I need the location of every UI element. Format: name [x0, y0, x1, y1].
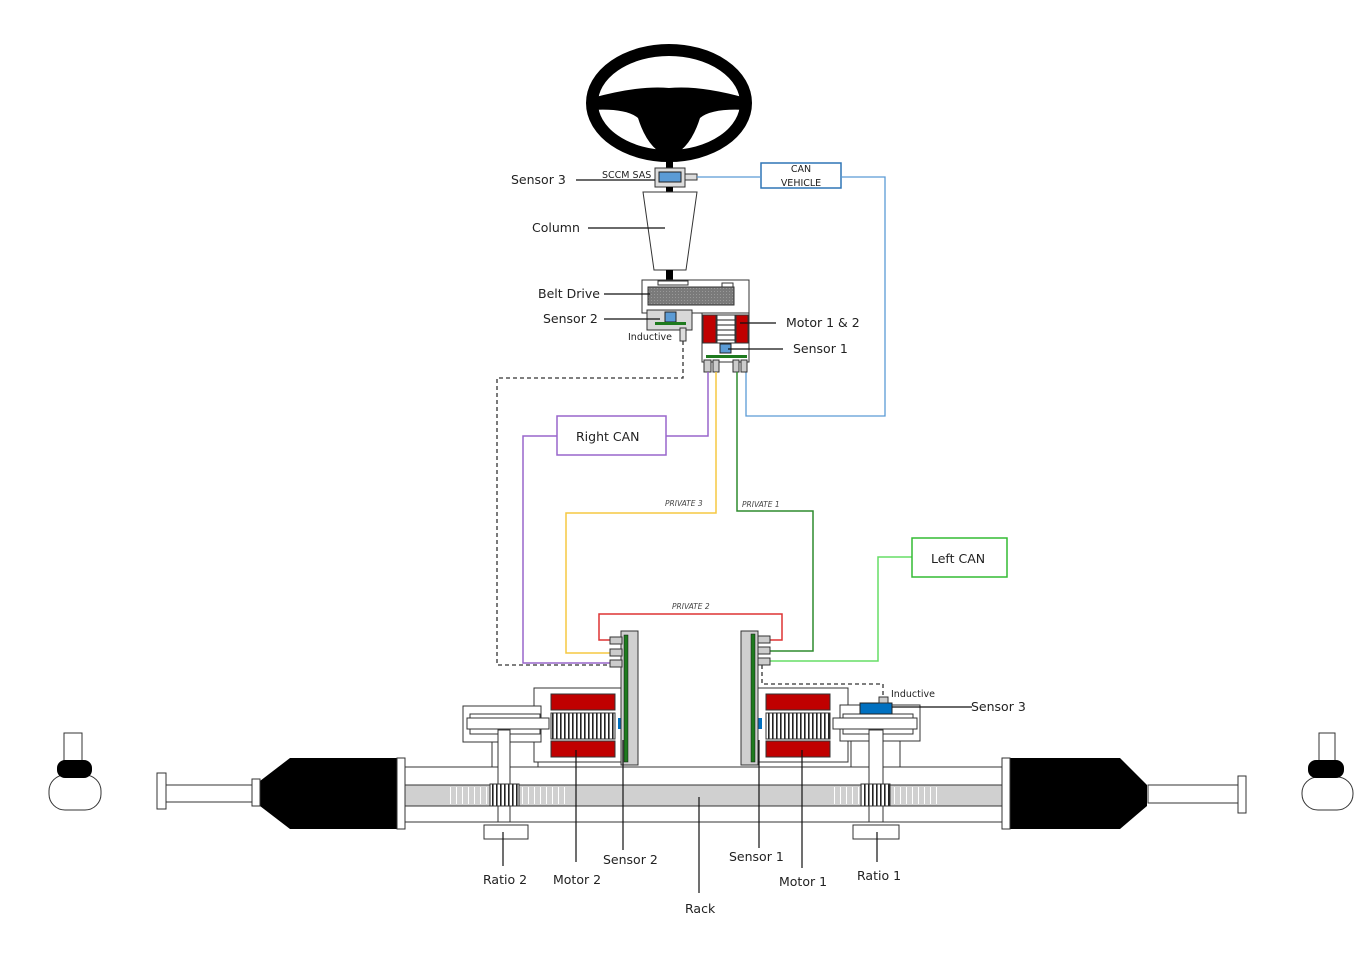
right-can-box: Right CAN — [556, 415, 667, 456]
ratio2-label: Ratio 2 — [483, 872, 527, 887]
sensor1-bottom-label: Sensor 1 — [729, 849, 784, 864]
can-vehicle-label-1: CAN — [791, 164, 811, 175]
left-tie-rod — [48, 732, 261, 811]
can-vehicle-box: CAN VEHICLE — [760, 162, 842, 189]
private2-wire — [598, 613, 783, 641]
can-vehicle-wire — [745, 176, 886, 417]
private2-label: PRIVATE 2 — [672, 602, 710, 611]
sensor1-top-label: Sensor 1 — [793, 341, 848, 356]
belt-drive — [641, 279, 750, 314]
private1-wire — [736, 372, 814, 652]
private3-wire — [565, 372, 717, 654]
motor12-label: Motor 1 & 2 — [786, 315, 860, 330]
inductive-dashed-wire — [496, 341, 684, 666]
inductive-dashed-wire — [761, 665, 884, 697]
motor2-label: Motor 2 — [553, 872, 601, 887]
left-can-box: Left CAN — [911, 537, 1008, 578]
rack-label: Rack — [685, 901, 716, 916]
belt-drive-label: Belt Drive — [538, 286, 600, 301]
steering-column — [642, 191, 698, 271]
sccm-sas-sensor — [654, 167, 698, 193]
sensor2-bottom-label: Sensor 2 — [603, 852, 658, 867]
can-vehicle-label-2: VEHICLE — [781, 178, 821, 189]
steering-wheel — [586, 44, 752, 170]
right-tie-rod — [1147, 732, 1354, 814]
leader-lines — [502, 179, 972, 893]
private3-label: PRIVATE 3 — [665, 499, 703, 508]
right-can-label: Right CAN — [576, 429, 640, 444]
inductive-top-label: Inductive — [628, 332, 672, 343]
column-label: Column — [532, 220, 580, 235]
sensor2-top-label: Sensor 2 — [543, 311, 598, 326]
sensor3-top-label: Sensor 3 — [511, 172, 566, 187]
ratio1-label: Ratio 1 — [857, 868, 901, 883]
right-boot — [1001, 757, 1147, 830]
right-can-wire — [666, 372, 709, 437]
motor1-label: Motor 1 — [779, 874, 827, 889]
sccm-sas-label: SCCM SAS — [602, 170, 651, 181]
private1-label: PRIVATE 1 — [742, 500, 780, 509]
motor2-assembly — [462, 630, 639, 840]
inductive-bottom-label: Inductive — [891, 689, 935, 700]
sensor3-bottom-label: Sensor 3 — [971, 699, 1026, 714]
right-can-wire — [522, 435, 612, 664]
motor1-assembly — [740, 630, 921, 840]
left-can-label: Left CAN — [931, 551, 985, 566]
left-can-wire — [770, 556, 912, 662]
left-boot — [260, 757, 406, 830]
motor-1-2-unit — [701, 312, 750, 373]
